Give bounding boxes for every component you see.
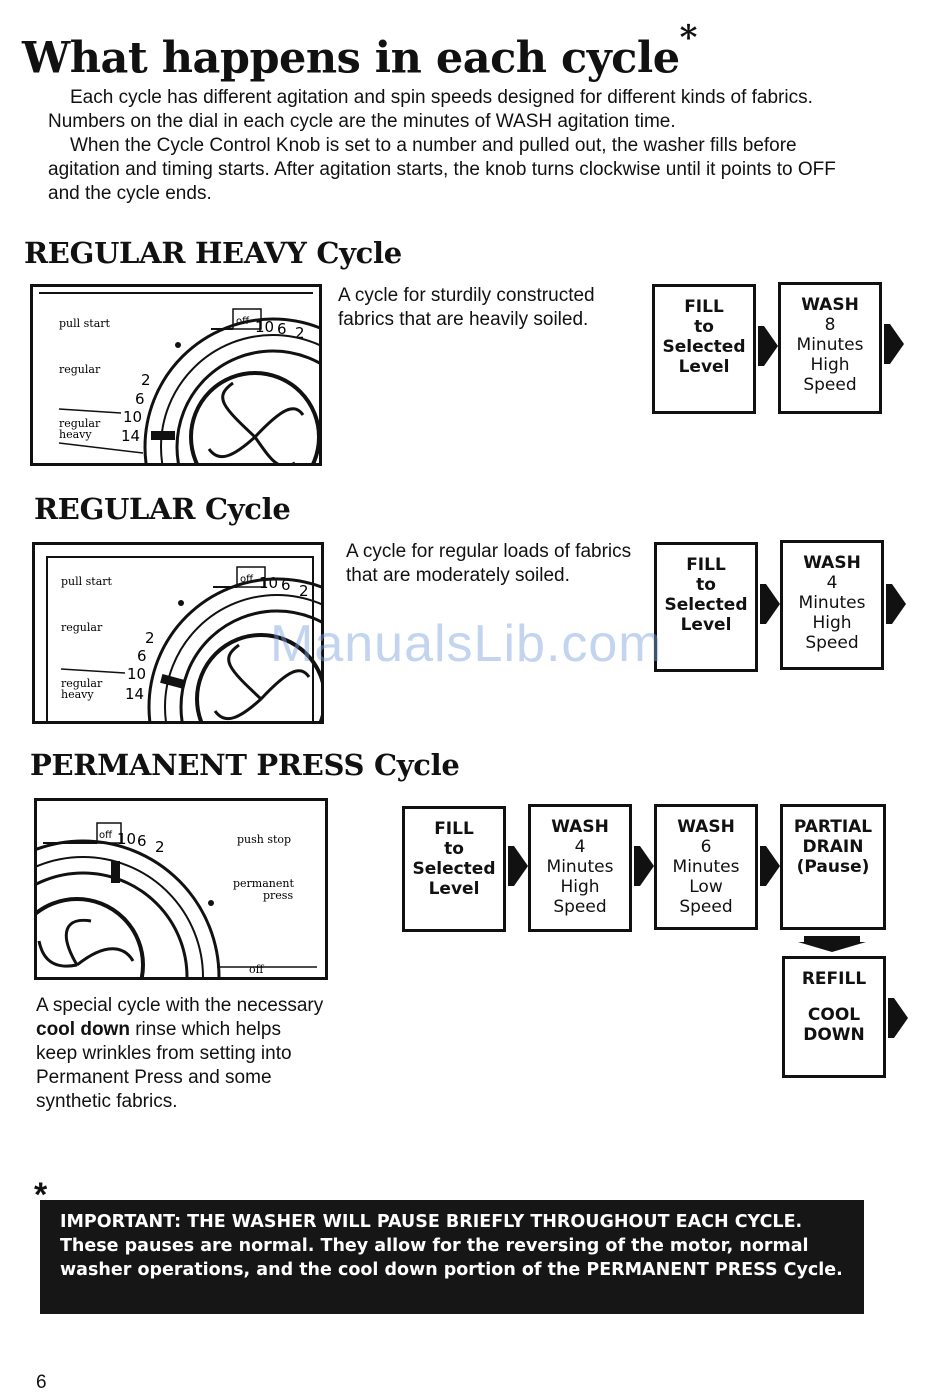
dial-label-permanent-1: permanent [233, 877, 294, 890]
regular-dial: pull start regular regular heavy off 10 … [32, 542, 324, 724]
dial-label-regular-heavy-1: regular [61, 677, 103, 690]
dial-label-regular-heavy-2: heavy [61, 688, 94, 701]
arrow-bar [886, 584, 892, 624]
permanent-step-partial-drain: PARTIAL DRAIN (Pause) [780, 804, 886, 930]
regular-step-wash: WASH 4 Minutes High Speed [780, 540, 884, 670]
arrow-down-icon [798, 942, 866, 952]
permanent-press-dial: off 10 6 2 push stop permanent press off [34, 798, 328, 980]
arrow-right-icon [514, 846, 528, 886]
dial-label-regular-heavy-1: regular [59, 417, 101, 430]
page-number: 6 [36, 1372, 47, 1393]
dial-num-10-left: 10 [127, 665, 146, 683]
dial-label-regular: regular [59, 363, 101, 376]
regular-heavy-step-fill: FILL to Selected Level [652, 284, 756, 414]
page-title: What happens in each cycle* [22, 18, 697, 84]
arrow-right-icon [640, 846, 654, 886]
dial-num-6-left: 6 [135, 390, 145, 408]
title-asterisk: * [679, 18, 698, 58]
arrow-bar [760, 846, 766, 886]
regular-heavy-description: A cycle for sturdily constructed fabrics… [338, 285, 595, 330]
dial-num-10: 10 [259, 574, 278, 592]
permanent-step-wash-high: WASH 4 Minutes High Speed [528, 804, 632, 932]
permanent-step-fill: FILL to Selected Level [402, 806, 506, 932]
permanent-step-refill-cool-down: REFILL COOL DOWN [782, 956, 886, 1078]
arrow-bar [758, 326, 764, 366]
arrow-bar [760, 584, 766, 624]
regular-heavy-heading: REGULAR HEAVY Cycle [24, 236, 402, 270]
permanent-press-heading: PERMANENT PRESS Cycle [30, 748, 460, 782]
regular-heavy-dial: pull start regular regular heavy off 10 … [30, 284, 322, 466]
dial-label-off: off [249, 963, 265, 976]
intro-text: Each cycle has different agitation and s… [48, 86, 848, 206]
dial-num-14-left: 14 [121, 427, 140, 445]
dial-num-14-left: 14 [125, 685, 144, 703]
arrow-bar [508, 846, 514, 886]
dial-off-label: off [240, 574, 254, 585]
dial-num-2: 2 [299, 582, 309, 600]
dial-label-permanent-2: press [263, 889, 293, 902]
permanent-press-description: A special cycle with the necessary cool … [36, 995, 324, 1112]
dial-num-2-left: 2 [145, 629, 155, 647]
dial-label-pull-start: pull start [59, 317, 111, 330]
important-body: These pauses are normal. They allow for … [60, 1236, 843, 1280]
dial-num-10: 10 [117, 830, 136, 848]
dial-num-6: 6 [281, 576, 291, 594]
dial-label-regular: regular [61, 621, 103, 634]
important-lead: IMPORTANT: THE WASHER WILL PAUSE BRIEFLY… [60, 1212, 803, 1232]
arrow-right-icon [766, 584, 780, 624]
dial-off-label: off [99, 830, 113, 841]
regular-step-fill: FILL to Selected Level [654, 542, 758, 672]
dial-num-2-left: 2 [141, 371, 151, 389]
arrow-right-icon [892, 584, 906, 624]
dial-num-6-left: 6 [137, 647, 147, 665]
dial-num-10: 10 [255, 318, 274, 336]
arrow-bar [884, 324, 890, 364]
arrow-bar-down [804, 936, 860, 942]
arrow-right-icon [894, 998, 908, 1038]
dial-num-10-left: 10 [123, 408, 142, 426]
arrow-bar [888, 998, 894, 1038]
regular-description: A cycle for regular loads of fabrics tha… [346, 541, 632, 586]
dial-label-pull-start: pull start [61, 575, 113, 588]
important-note: IMPORTANT: THE WASHER WILL PAUSE BRIEFLY… [40, 1200, 864, 1314]
arrow-right-icon [764, 326, 778, 366]
regular-heavy-step-wash: WASH 8 Minutes High Speed [778, 282, 882, 414]
intro-paragraph-1: Each cycle has different agitation and s… [48, 87, 813, 132]
intro-paragraph-2: When the Cycle Control Knob is set to a … [48, 135, 836, 204]
arrow-bar [634, 846, 640, 886]
dial-num-6: 6 [277, 320, 287, 338]
watermark: ManualsLib.com [270, 615, 663, 673]
dial-label-push-stop: push stop [237, 833, 291, 846]
dial-num-2: 2 [155, 838, 165, 856]
dial-num-6: 6 [137, 832, 147, 850]
cool-down-emphasis: cool down [36, 1019, 130, 1040]
regular-heading: REGULAR Cycle [34, 492, 291, 526]
dial-num-2: 2 [295, 324, 305, 342]
arrow-right-icon [890, 324, 904, 364]
arrow-right-icon [766, 846, 780, 886]
permanent-step-wash-low: WASH 6 Minutes Low Speed [654, 804, 758, 930]
dial-label-regular-heavy-2: heavy [59, 428, 92, 441]
